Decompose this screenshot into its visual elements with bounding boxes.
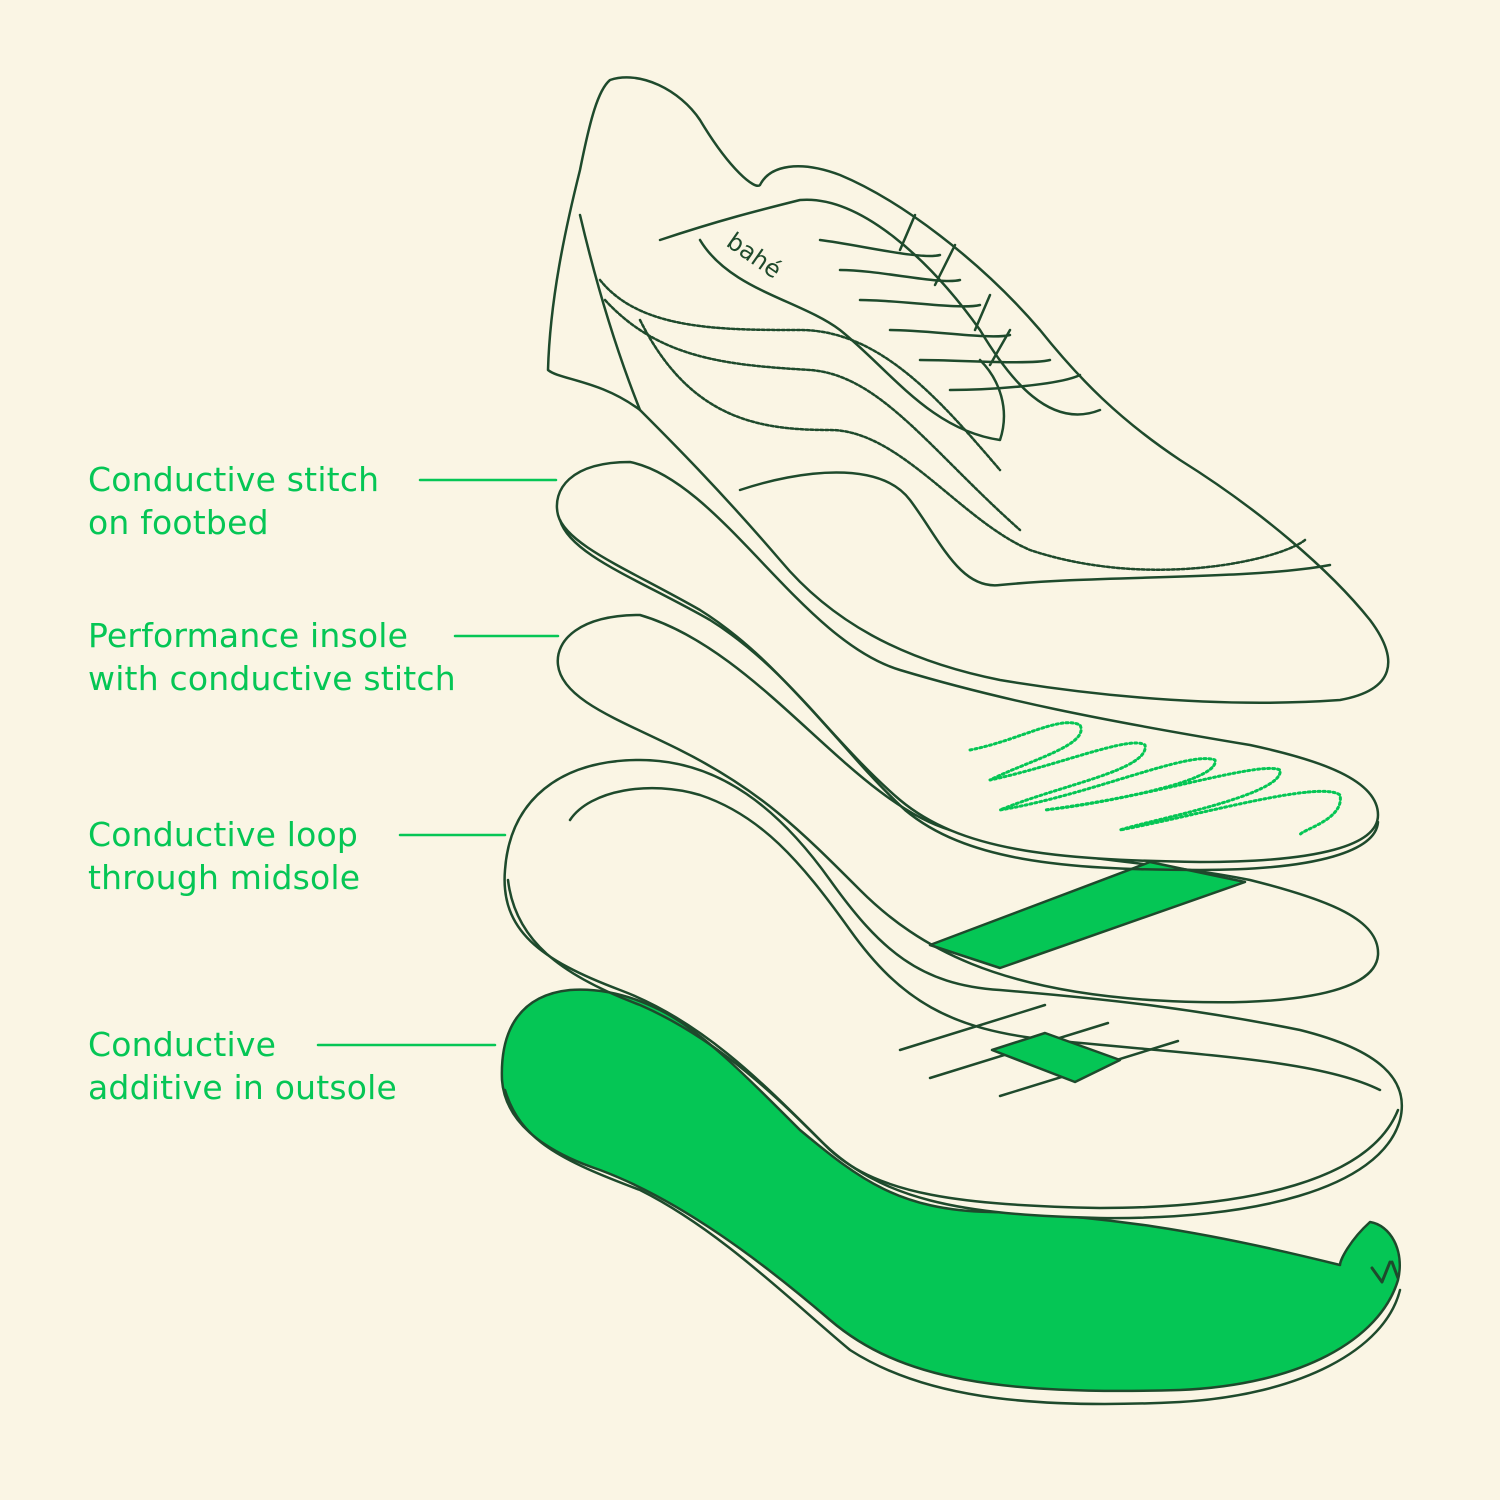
- conductive-loop-band: [928, 860, 1247, 970]
- callout-lines: [316, 478, 560, 1047]
- callout-outsole: Conductive additive in outsole: [88, 1023, 397, 1109]
- callout-insole: Performance insole with conductive stitc…: [88, 614, 456, 700]
- callout-text: with conductive stitch: [88, 659, 456, 698]
- callout-footbed: Conductive stitch on footbed: [88, 458, 379, 544]
- callout-text: through midsole: [88, 858, 361, 897]
- callout-text: on footbed: [88, 503, 269, 542]
- callout-text: Conductive loop: [88, 815, 359, 854]
- callout-text: Conductive: [88, 1025, 277, 1064]
- conductive-loop-midsole: [990, 1031, 1122, 1084]
- callout-text: additive in outsole: [88, 1068, 397, 1107]
- callout-midsole: Conductive loop through midsole: [88, 813, 360, 899]
- callout-text: Conductive stitch: [88, 460, 380, 499]
- shoe-laces: [818, 213, 1082, 392]
- conductive-stitch-insole: [968, 721, 1342, 837]
- shoe-upper: [546, 76, 1390, 704]
- callout-text: Performance insole: [88, 616, 409, 655]
- outsole: [500, 988, 1402, 1406]
- midsole: [503, 758, 1403, 1220]
- footbed: [555, 460, 1380, 872]
- outsole-logo-icon: [1370, 1260, 1400, 1284]
